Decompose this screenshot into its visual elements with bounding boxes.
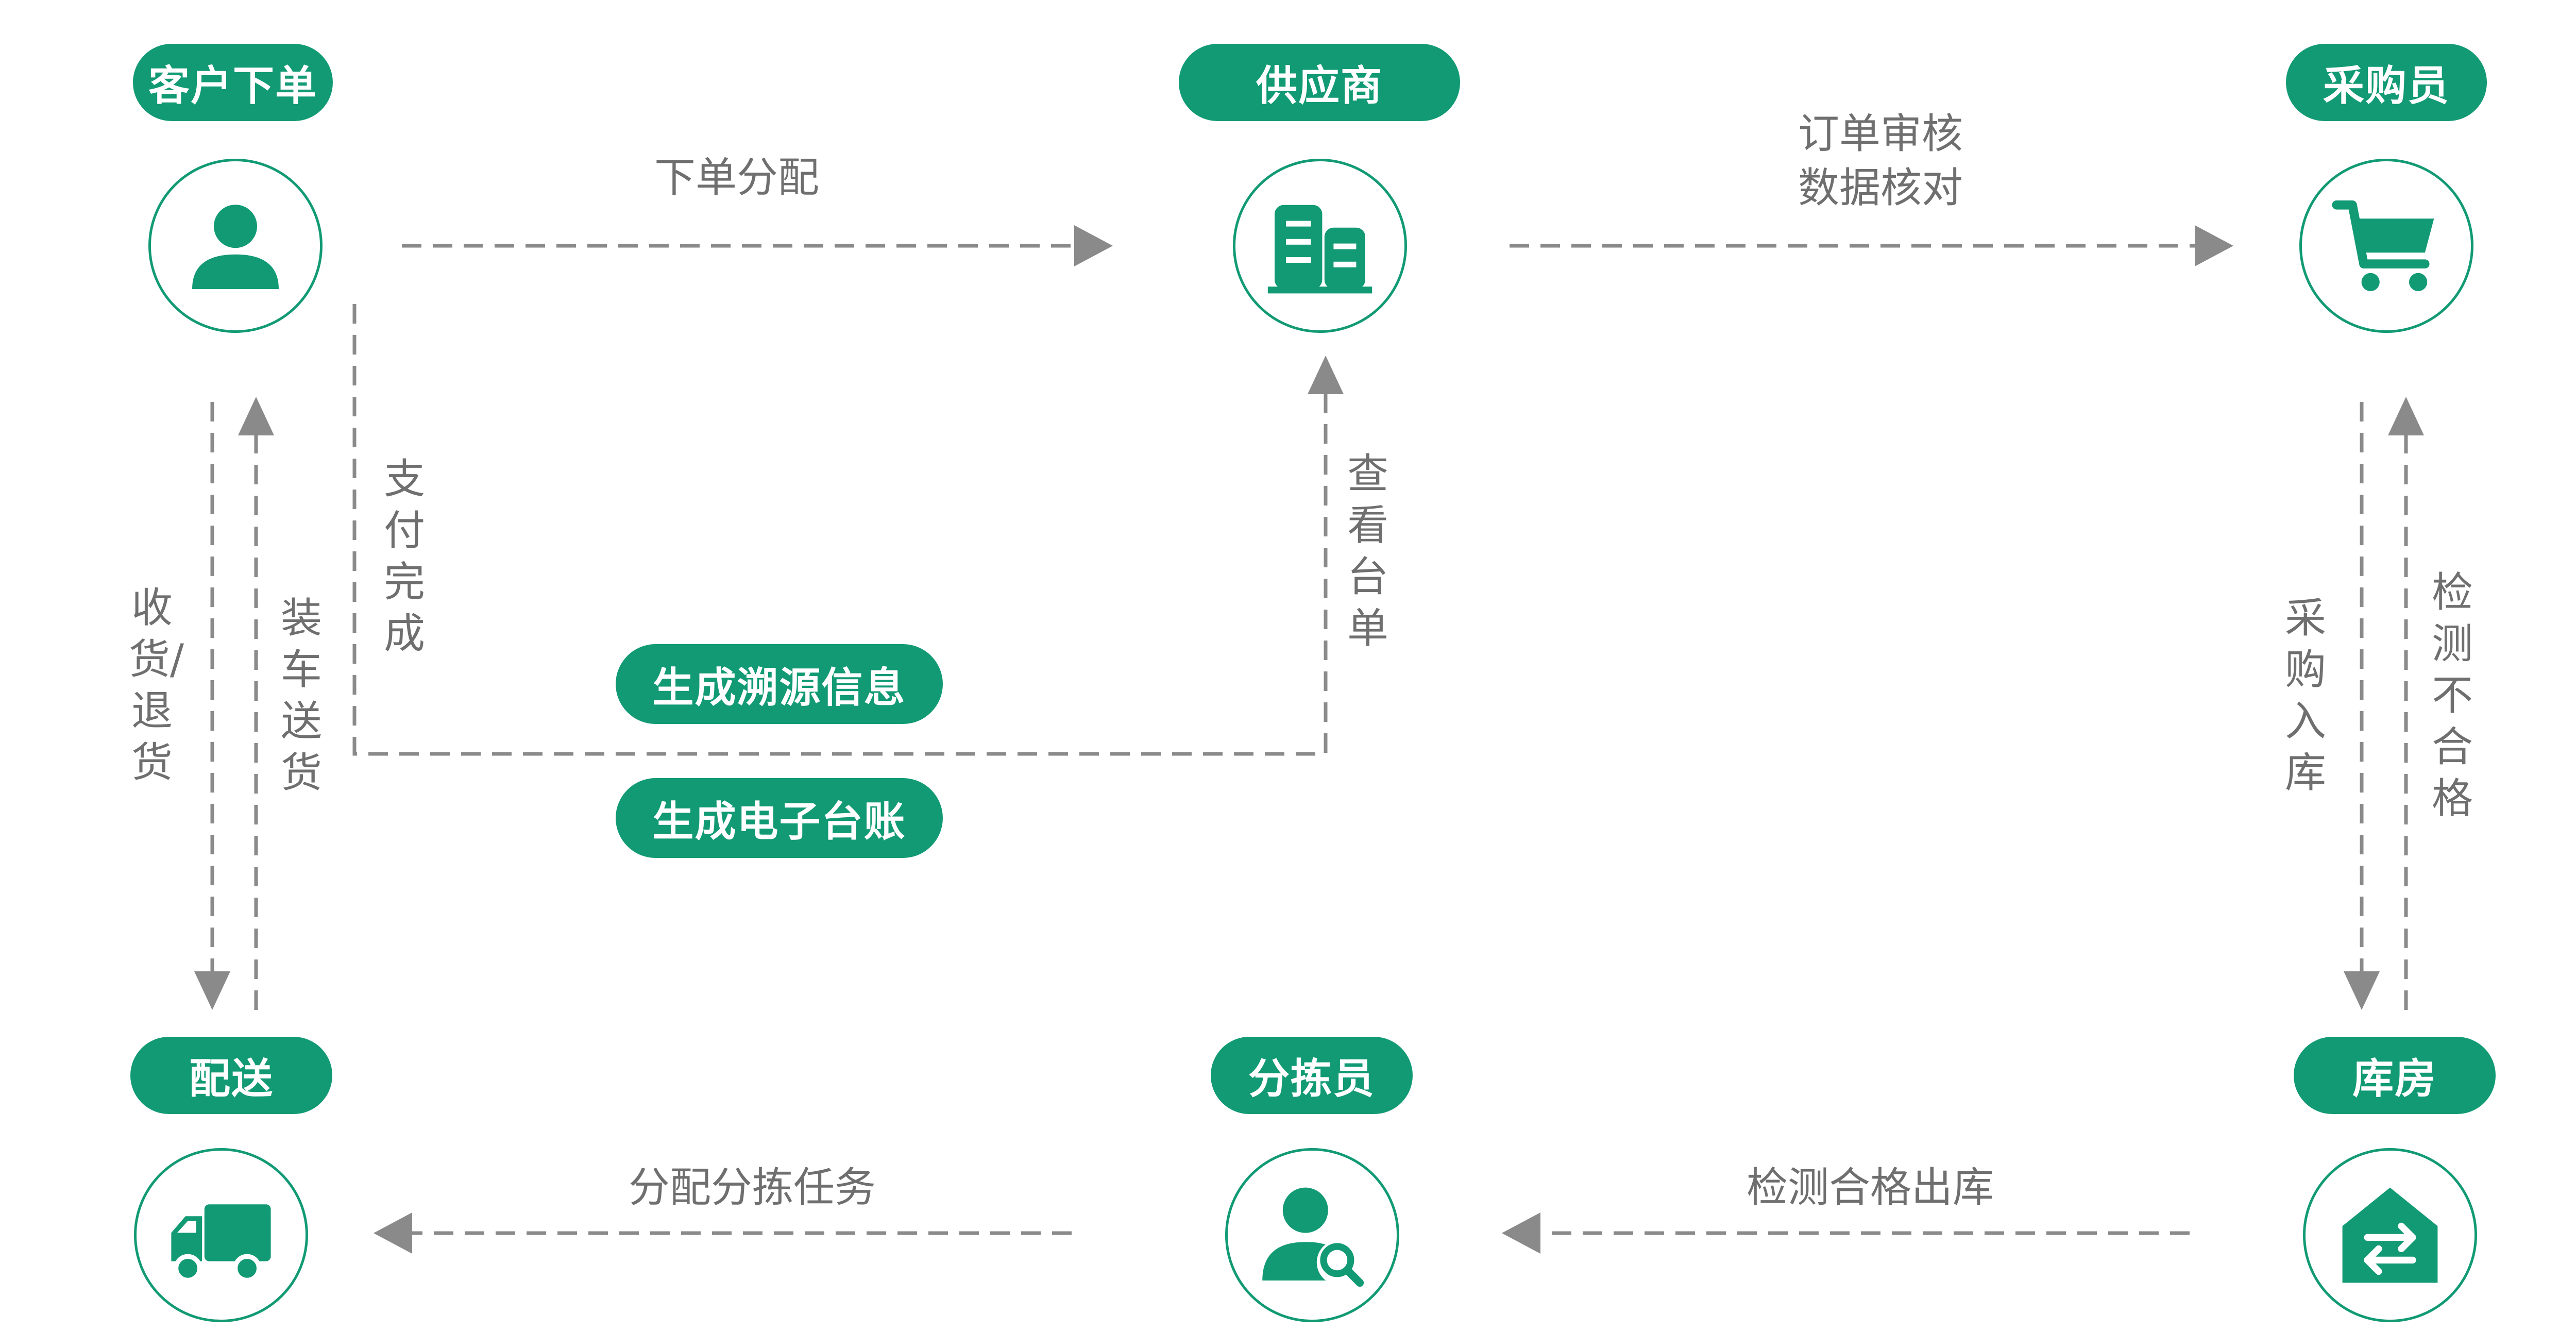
node-label-delivery: 配送 <box>130 1037 332 1114</box>
edge-label-view-ledger: 查看台单 <box>1347 450 1388 652</box>
edge-label-stock-in: 采购入库 <box>2285 594 2326 797</box>
connector-payment-ledger <box>352 304 1328 756</box>
delivery-truck-icon <box>171 1204 271 1283</box>
node-delivery <box>134 1148 308 1322</box>
node-label-supplier: 供应商 <box>1179 44 1460 121</box>
node-label-sorter: 分拣员 <box>1211 1037 1413 1114</box>
warehouse-exchange-icon <box>2342 1187 2438 1283</box>
node-purchaser <box>2299 159 2473 333</box>
arrowhead-up-customer <box>238 397 274 435</box>
edge-label-payment-done: 支付完成 <box>384 455 425 658</box>
arrowhead-down-warehouse <box>2344 971 2380 1010</box>
arrowhead-down-delivery <box>194 971 230 1010</box>
person-search-icon <box>1262 1187 1364 1287</box>
arrowhead-left-sorter <box>1502 1212 1540 1254</box>
arrowhead-up-supplier <box>1308 356 1344 394</box>
person-icon <box>192 205 279 289</box>
node-label-purchaser: 采购员 <box>2286 44 2487 121</box>
node-supplier <box>1233 159 1407 333</box>
edge-label-data-check: 数据核对 <box>1798 164 1963 212</box>
arrowhead-up-purchaser <box>2388 397 2424 435</box>
node-customer <box>148 159 323 333</box>
shopping-cart-icon <box>2332 200 2434 291</box>
badge-trace-info: 生成溯源信息 <box>616 644 943 724</box>
edge-label-load-ship: 装车送货 <box>281 594 322 797</box>
arrowhead-right-supplier <box>1074 225 1113 266</box>
edge-label-pass-out: 检测合格出库 <box>1747 1164 1994 1211</box>
arrowhead-right-purchaser <box>2195 225 2233 266</box>
node-label-warehouse: 库房 <box>2294 1037 2496 1114</box>
edge-label-receive-return: 收货/退货 <box>129 584 184 786</box>
edge-label-order-review: 订单审核 <box>1798 110 1963 158</box>
edge-label-order-assign: 下单分配 <box>654 154 819 201</box>
edge-label-inspection-fail: 检测不合格 <box>2432 568 2473 822</box>
building-icon <box>1267 205 1372 294</box>
node-sorter <box>1225 1148 1399 1322</box>
badge-e-ledger: 生成电子台账 <box>616 778 943 858</box>
arrowhead-left-delivery <box>374 1212 412 1254</box>
node-warehouse <box>2303 1148 2477 1322</box>
edge-label-assign-sorting: 分配分拣任务 <box>629 1164 876 1211</box>
node-label-customer: 客户下单 <box>133 44 333 121</box>
